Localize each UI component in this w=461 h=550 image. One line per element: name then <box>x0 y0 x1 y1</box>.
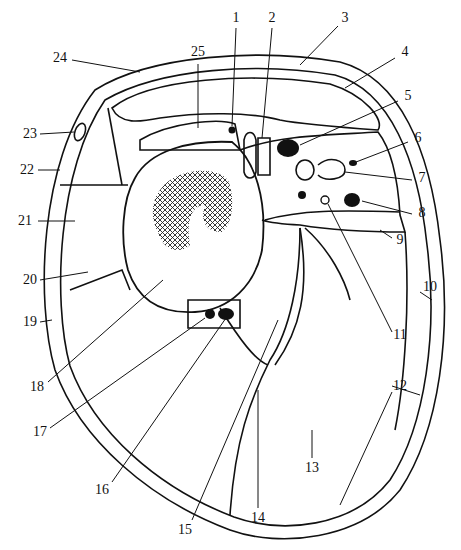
callout-number: 24 <box>53 51 67 65</box>
vessel <box>318 160 345 180</box>
septum <box>108 108 122 185</box>
leader-lines <box>38 26 432 520</box>
callout-number: 12 <box>393 379 407 393</box>
callout-number: 11 <box>393 328 406 342</box>
muscle <box>140 121 240 150</box>
callout-number: 15 <box>178 523 192 537</box>
fascia-outline <box>61 69 431 526</box>
callout-number: 25 <box>191 45 205 59</box>
callout-number: 13 <box>305 461 319 475</box>
vessel <box>296 160 314 180</box>
septum <box>230 228 300 515</box>
callout-number: 9 <box>397 233 404 247</box>
callout-number: 4 <box>402 45 409 59</box>
septum <box>305 228 350 300</box>
callout-number: 19 <box>23 315 37 329</box>
callout-number: 7 <box>419 171 426 185</box>
septum <box>275 228 304 365</box>
vessel-dots <box>205 127 360 321</box>
callout-number: 1 <box>233 11 240 25</box>
callout-number: 2 <box>269 11 276 25</box>
tibia-bone <box>123 142 263 312</box>
marrow-hatch <box>153 171 232 250</box>
septum <box>60 185 130 290</box>
callout-number: 17 <box>33 425 47 439</box>
callout-number: 8 <box>419 206 426 220</box>
muscle <box>112 78 379 130</box>
callout-number: 3 <box>342 11 349 25</box>
callout-number: 20 <box>23 273 37 287</box>
callout-number: 6 <box>415 131 422 145</box>
callout-number: 10 <box>423 280 437 294</box>
skin-outline <box>44 55 444 539</box>
septum <box>188 300 240 328</box>
vessel <box>244 133 256 179</box>
callout-number: 14 <box>251 511 265 525</box>
callout-number: 23 <box>23 127 37 141</box>
vessel <box>258 138 270 175</box>
callout-number: 5 <box>405 89 412 103</box>
callout-number: 18 <box>30 380 44 394</box>
vein <box>72 122 88 142</box>
callout-number: 21 <box>18 214 32 228</box>
callout-number: 16 <box>95 483 109 497</box>
callout-number: 22 <box>20 163 34 177</box>
septum <box>240 132 405 232</box>
